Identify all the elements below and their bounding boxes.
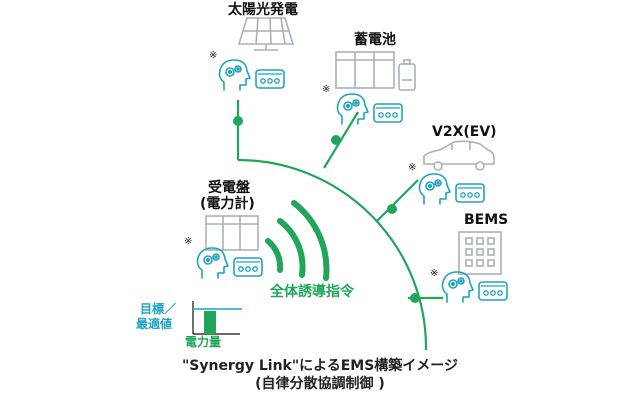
agent-meter: [196, 247, 263, 279]
solar-label: 太陽光発電: [228, 1, 298, 18]
solar-mark: ※: [209, 50, 217, 61]
controller-box-icon: [233, 257, 263, 277]
controller-box-icon: [455, 183, 485, 203]
building-icon: [458, 231, 502, 275]
caption-line2: (自律分散協調制御 ): [255, 375, 385, 392]
legend-target-line2: 最適値: [136, 316, 172, 331]
agent-battery: [336, 93, 403, 125]
agent-units: [196, 59, 508, 303]
battery-label: 蓄電池: [354, 31, 396, 48]
battery-cell-icon: [398, 59, 416, 91]
v2x-label: V2X(EV): [432, 124, 497, 140]
spoke-v2x: [375, 179, 419, 223]
solar-panel-icon: [237, 17, 295, 51]
ai-head-icon: [218, 59, 251, 91]
controller-box-icon: [255, 69, 285, 89]
legend-power: 電力量: [185, 334, 221, 349]
bems-mark: ※: [430, 268, 438, 279]
hub-arc: [237, 158, 428, 351]
battery-mark: ※: [322, 84, 330, 95]
switchboard-icon: [205, 215, 259, 251]
legend-power-bar: [204, 311, 216, 334]
car-icon: [423, 140, 495, 171]
dot-solar: [233, 116, 243, 126]
agent-bems: [441, 271, 508, 303]
signal-waves-icon: [265, 200, 330, 281]
controller-box-icon: [478, 281, 508, 301]
legend-chart: [192, 301, 242, 335]
ai-head-icon: [441, 271, 474, 303]
dot-battery: [331, 135, 341, 145]
meter-label-line1: 受電盤: [208, 179, 251, 196]
v2x-mark: ※: [408, 162, 416, 173]
dot-bems: [410, 293, 420, 303]
dot-v2x: [387, 204, 397, 214]
ai-head-icon: [196, 247, 229, 279]
spoke-dots: [233, 116, 420, 303]
agent-solar: [218, 59, 285, 91]
bems-label: BEMS: [464, 212, 508, 228]
meter-label-line2: (電力計): [200, 195, 255, 212]
legend-target-line1: 目標／: [140, 301, 176, 316]
spokes: [236, 100, 443, 300]
controller-box-icon: [373, 103, 403, 123]
ai-head-icon: [336, 93, 369, 125]
meter-mark: ※: [184, 236, 192, 247]
agent-v2x: [418, 173, 485, 205]
ai-head-icon: [418, 173, 451, 205]
battery-cabinet-icon: [335, 51, 395, 89]
caption-line1: "Synergy Link"によるEMS構築イメージ: [182, 357, 458, 374]
hub-label: 全体誘導指令: [269, 283, 355, 300]
